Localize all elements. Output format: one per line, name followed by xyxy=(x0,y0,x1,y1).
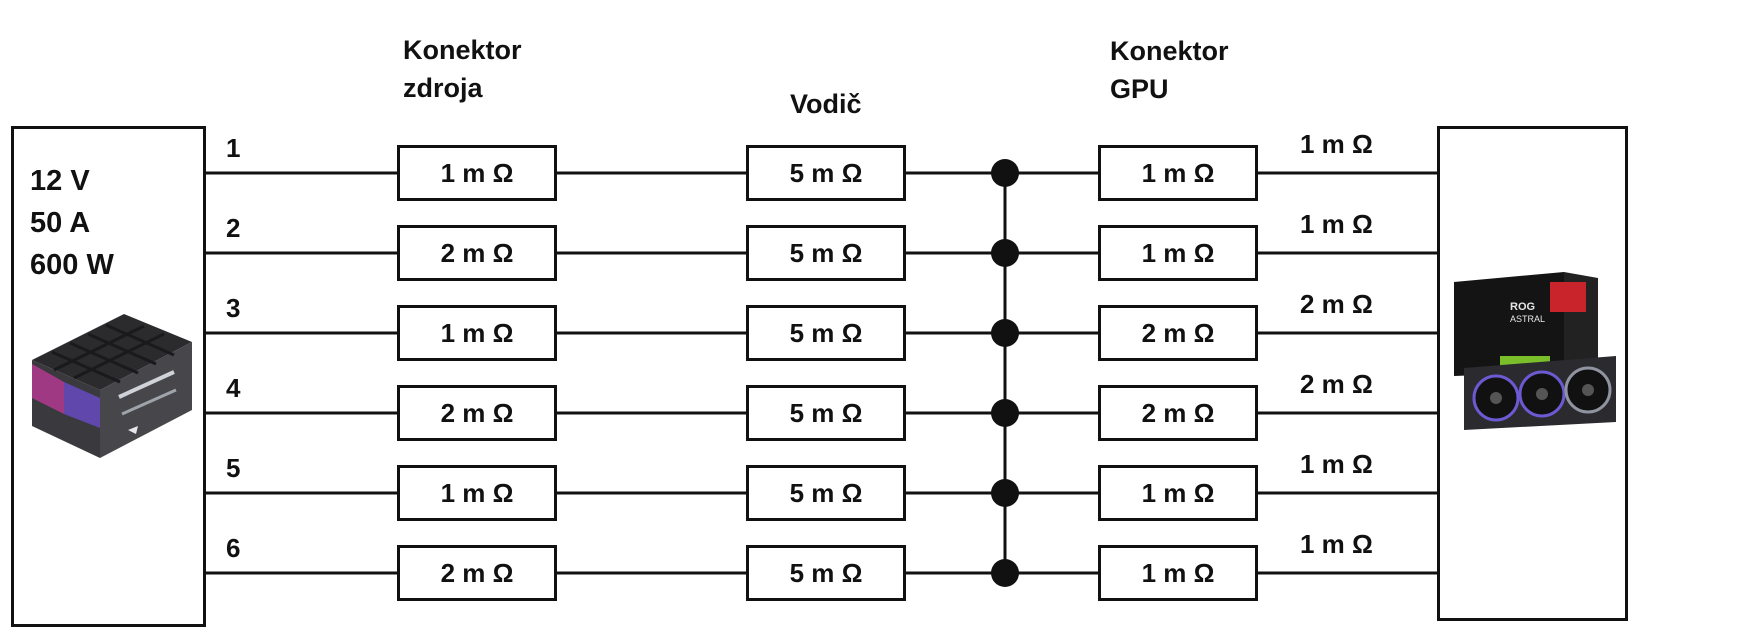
svg-text:ROG: ROG xyxy=(1510,301,1535,313)
line-number-3: 3 xyxy=(226,293,241,323)
wire-resistor-5: 5 m Ω xyxy=(746,465,906,521)
junction-dot-1 xyxy=(991,159,1019,187)
psu-image xyxy=(32,314,192,458)
psu-connector-resistor-1: 1 m Ω xyxy=(397,145,557,201)
header-psu-connector-line2: zdroja xyxy=(403,72,483,103)
header-gpu-connector: Konektor GPU xyxy=(1110,33,1229,109)
wire-resistor-4: 5 m Ω xyxy=(746,385,906,441)
psu-voltage: 12 V xyxy=(30,165,90,197)
line-number-5: 5 xyxy=(226,453,241,483)
wire-resistor-3: 5 m Ω xyxy=(746,305,906,361)
header-psu-connector-line1: Konektor xyxy=(403,35,522,65)
gpu-pin-resistance-5: 1 m Ω xyxy=(1300,449,1373,479)
psu-connector-resistor-6: 2 m Ω xyxy=(397,545,557,601)
gpu-connector-resistor-3: 2 m Ω xyxy=(1098,305,1258,361)
line-number-2: 2 xyxy=(226,213,241,243)
header-gpu-connector-line2: GPU xyxy=(1110,73,1169,104)
junction-dot-6 xyxy=(991,559,1019,587)
gpu-connector-resistor-4: 2 m Ω xyxy=(1098,385,1258,441)
line-number-4: 4 xyxy=(226,373,241,403)
psu-connector-resistor-5: 1 m Ω xyxy=(397,465,557,521)
wires xyxy=(206,159,1437,587)
header-gpu-connector-line1: Konektor xyxy=(1110,36,1229,66)
junction-dot-4 xyxy=(991,399,1019,427)
gpu-pin-resistance-3: 2 m Ω xyxy=(1300,289,1373,319)
psu-connector-resistor-3: 1 m Ω xyxy=(397,305,557,361)
wire-resistor-2: 5 m Ω xyxy=(746,225,906,281)
gpu-connector-resistor-5: 1 m Ω xyxy=(1098,465,1258,521)
line-number-1: 1 xyxy=(226,133,241,163)
gpu-pin-resistance-2: 1 m Ω xyxy=(1300,209,1373,239)
gpu-connector-resistor-1: 1 m Ω xyxy=(1098,145,1258,201)
gpu-pin-resistance-4: 2 m Ω xyxy=(1300,369,1373,399)
psu-power: 600 W xyxy=(30,249,114,282)
gpu-pin-resistance-1: 1 m Ω xyxy=(1300,129,1373,159)
gpu-connector-resistor-2: 1 m Ω xyxy=(1098,225,1258,281)
psu-connector-resistor-4: 2 m Ω xyxy=(397,385,557,441)
wire-resistor-6: 5 m Ω xyxy=(746,545,906,601)
gpu-card-image: ROG ASTRAL xyxy=(1454,272,1616,430)
header-wire: Vodič xyxy=(790,89,862,119)
wire-resistor-1: 5 m Ω xyxy=(746,145,906,201)
gpu-connector-resistor-6: 1 m Ω xyxy=(1098,545,1258,601)
gpu-pin-resistance-6: 1 m Ω xyxy=(1300,529,1373,559)
junction-dot-5 xyxy=(991,479,1019,507)
psu-specs: 12 V 50 A 600 W xyxy=(30,160,114,286)
junction-dot-3 xyxy=(991,319,1019,347)
line-number-6: 6 xyxy=(226,533,241,563)
psu-connector-resistor-2: 2 m Ω xyxy=(397,225,557,281)
header-psu-connector: Konektor zdroja xyxy=(403,32,522,108)
psu-current: 50 A xyxy=(30,207,91,240)
svg-text:ASTRAL: ASTRAL xyxy=(1510,314,1545,324)
junction-dot-2 xyxy=(991,239,1019,267)
